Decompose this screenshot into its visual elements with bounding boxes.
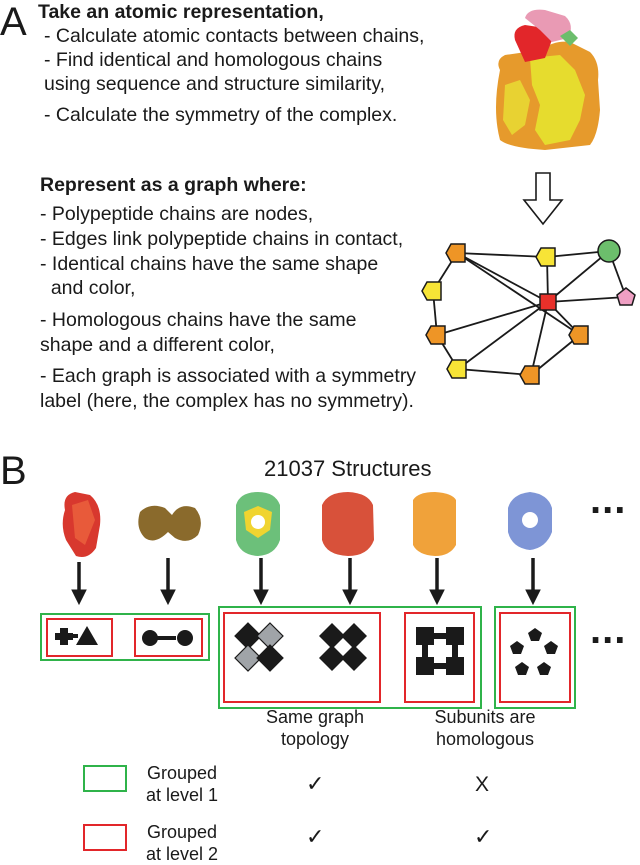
- graph-line: - Identical chains have the same shape: [40, 253, 379, 275]
- down-arrow-icon: [522, 172, 564, 226]
- column-header-homologous: Subunits are homologous: [434, 707, 536, 749]
- group-boxes: [40, 606, 576, 709]
- check-mark: ✓: [474, 825, 493, 850]
- arrow-down-icon: [71, 562, 87, 606]
- structures-title: 21037 Structures: [264, 456, 432, 481]
- panel-b-label: B: [0, 449, 27, 493]
- level1-group-box: [494, 606, 576, 709]
- arrow-down-icon: [253, 558, 269, 606]
- cross-triangle-glyph: [55, 626, 98, 645]
- structure-images: [62, 492, 552, 557]
- two-circles-glyph: [142, 630, 193, 646]
- ellipsis-top: ...: [590, 478, 627, 522]
- graph-node-yellow: [421, 281, 442, 301]
- graph-line: - Polypeptide chains are nodes,: [40, 203, 314, 225]
- contact-graph: [432, 250, 627, 376]
- graph-line: label (here, the complex has no symmetry…: [40, 390, 414, 412]
- ellipsis-bottom: ...: [590, 608, 627, 652]
- graph-node-green: [597, 239, 621, 263]
- level2-group-box: [134, 618, 203, 657]
- down-arrows: [71, 558, 541, 606]
- legend-swatch-level1: [83, 765, 127, 792]
- cross-mark: X: [475, 773, 490, 796]
- graph-line: - Homologous chains have the same: [40, 309, 357, 331]
- structure-image: [72, 500, 95, 545]
- structure-image: [413, 492, 456, 556]
- graph-node-orange: [568, 325, 589, 345]
- graph-node-pink: [616, 287, 636, 306]
- check-mark: ✓: [306, 825, 325, 850]
- intro-heading: Take an atomic representation,: [38, 1, 324, 23]
- legend-label-level2: Grouped at level 2: [145, 822, 219, 864]
- graph-line: - Edges link polypeptide chains in conta…: [40, 228, 404, 250]
- graph-node-center: [539, 293, 557, 311]
- pentagon-ring-glyph: [510, 628, 558, 675]
- column-header-topology: Same graph topology: [265, 707, 365, 749]
- level1-group-box: [218, 606, 482, 709]
- graph-nodes: [421, 239, 636, 385]
- graph-node-orange: [425, 325, 446, 345]
- legend-swatches: [83, 765, 127, 851]
- diamond-ring-glyph: [234, 622, 284, 672]
- graph-line: shape and a different color,: [40, 334, 275, 356]
- graph-line: and color,: [40, 277, 136, 299]
- arrow-down-icon: [160, 558, 176, 606]
- arrow-down-icon: [429, 558, 445, 606]
- structure-image: [138, 505, 201, 541]
- graph-node-orange: [445, 243, 466, 263]
- panel-a-label: A: [0, 0, 27, 44]
- arrow-down-icon: [525, 558, 541, 606]
- structure-hole: [522, 512, 538, 528]
- level1-group-box: [40, 613, 210, 661]
- graph-node-yellow: [535, 247, 556, 267]
- level2-group-box: [404, 612, 475, 703]
- legend-label-level1: Grouped at level 1: [145, 763, 219, 805]
- level2-group-box: [499, 612, 571, 703]
- graph-glyphs: [55, 622, 558, 675]
- intro-line: using sequence and structure similarity,: [44, 73, 386, 95]
- level2-group-box: [46, 618, 113, 657]
- intro-line: - Calculate atomic contacts between chai…: [44, 25, 425, 47]
- graph-heading: Represent as a graph where:: [40, 174, 307, 196]
- diamond-ring-glyph: [319, 623, 367, 671]
- intro-line: - Find identical and homologous chains: [44, 49, 383, 71]
- intro-line: - Calculate the symmetry of the complex.: [44, 104, 398, 126]
- check-mark: ✓: [306, 772, 325, 797]
- square-grid-glyph: [416, 627, 464, 675]
- graph-line: - Each graph is associated with a symmet…: [40, 365, 417, 387]
- graph-node-orange: [519, 365, 540, 385]
- graph-node-yellow: [446, 359, 467, 379]
- protein-complex-image: [496, 9, 600, 150]
- arrow-down-icon: [342, 558, 358, 606]
- level2-group-box: [223, 612, 381, 703]
- structure-hole: [251, 515, 265, 529]
- legend-swatch-level2: [83, 824, 127, 851]
- structure-image: [322, 492, 374, 556]
